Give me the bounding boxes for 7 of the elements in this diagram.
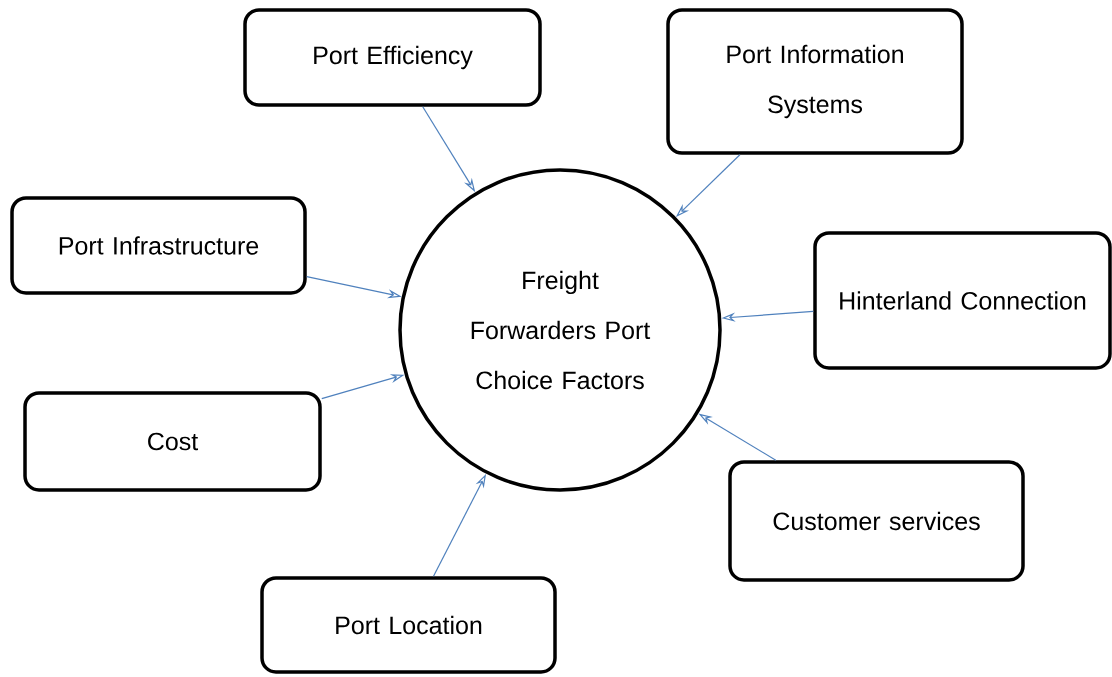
factor-box: Port Infrastructure — [10, 196, 307, 295]
factor-box: Customer services — [728, 460, 1025, 582]
factor-box: Port Efficiency — [243, 8, 542, 107]
factor-box: Hinterland Connection — [813, 231, 1112, 370]
factor-box: Port Information Systems — [666, 8, 964, 155]
factor-box: Port Location — [260, 576, 557, 674]
factor-box: Cost — [23, 391, 322, 492]
